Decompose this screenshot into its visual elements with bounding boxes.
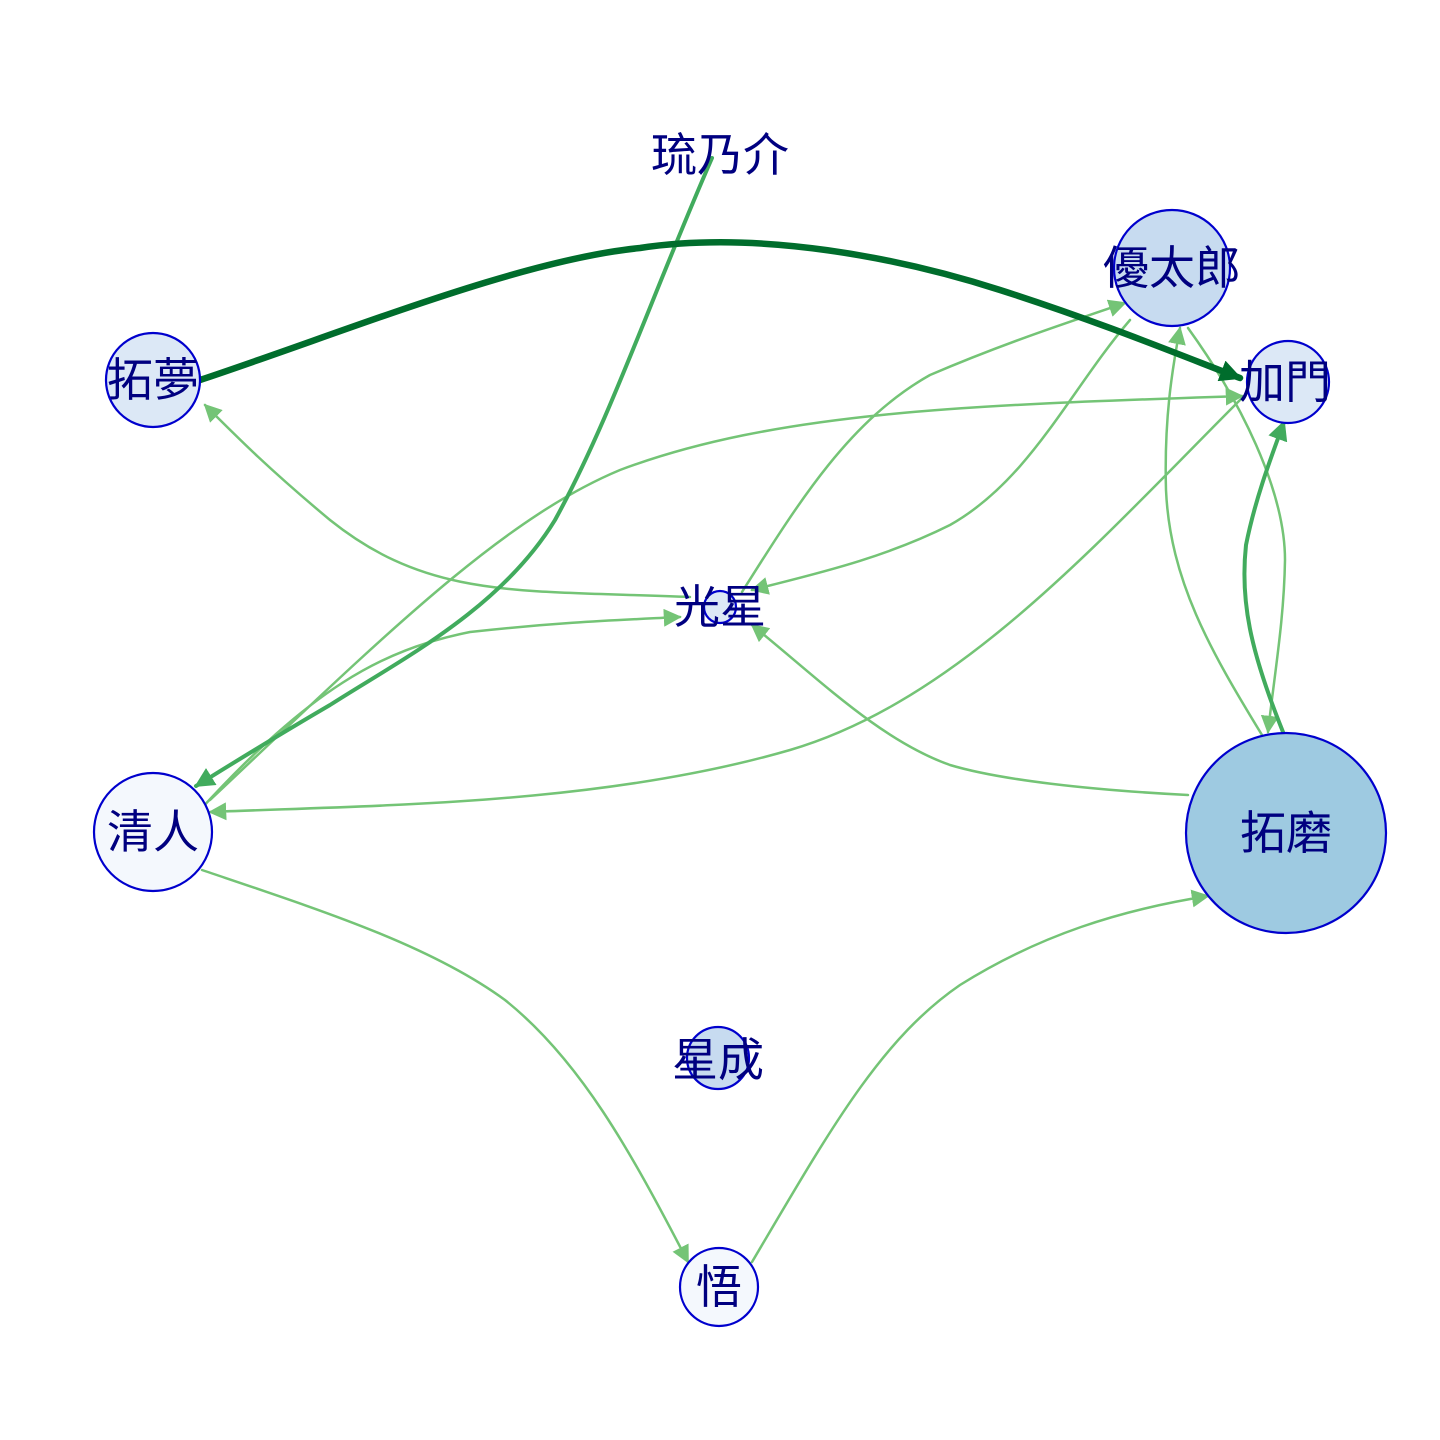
node-circle-kiyoto [92, 771, 214, 893]
node-seina[interactable]: 星成 [672, 1025, 764, 1091]
node-label-kamon: 加門 [1239, 355, 1331, 409]
edge-takuma-to-kosei [750, 623, 1190, 797]
node-takuma[interactable]: 拓磨 [1184, 731, 1388, 935]
edge-kiyoto-to-satoru [200, 868, 690, 1264]
edge-kosei-to-takumu [203, 403, 692, 599]
edges [194, 156, 1288, 1264]
node-circle-takuma [1184, 731, 1388, 935]
node-circle-kosei [702, 589, 738, 625]
edge-ryunosuke-to-kiyoto [194, 156, 714, 788]
node-circle-seina [685, 1025, 751, 1091]
edge-kiyoto-to-kamon [208, 387, 1244, 802]
node-label-kiyoto: 清人 [107, 805, 199, 859]
edge-takuma-to-kamon [1242, 420, 1288, 734]
node-label-yutaro: 優太郎 [1103, 241, 1241, 295]
edge-kamon-to-kiyoto [208, 396, 1244, 821]
nodes: 琉乃介 優太郎 拓夢 加門 光星 清人 拓磨 星成 [92, 128, 1388, 1328]
node-label-ryunosuke: 琉乃介 [651, 128, 789, 182]
edge-kiyoto-to-kosei [198, 608, 682, 812]
node-circle-kamon [1245, 339, 1331, 425]
node-satoru[interactable]: 悟 [678, 1246, 760, 1328]
edge-satoru-to-takuma [750, 889, 1210, 1264]
edge-kosei-to-yutaro [740, 299, 1127, 594]
node-circle-takumu [104, 331, 202, 429]
node-label-seina: 星成 [672, 1033, 764, 1087]
node-ryunosuke[interactable]: 琉乃介 [651, 128, 789, 182]
edge-yutaro-to-takuma [1186, 326, 1287, 734]
edge-yutaro-to-kosei [750, 318, 1132, 595]
node-label-takuma: 拓磨 [1240, 806, 1332, 860]
node-yutaro[interactable]: 優太郎 [1103, 208, 1241, 328]
edge-takuma-to-yutaro [1164, 326, 1264, 737]
node-label-takumu: 拓夢 [107, 353, 199, 407]
edge-takumu-to-kamon [196, 239, 1244, 384]
node-label-kosei: 光星 [674, 580, 766, 634]
node-takumu[interactable]: 拓夢 [104, 331, 202, 429]
node-circle-yutaro [1112, 208, 1232, 328]
node-kosei[interactable]: 光星 [674, 580, 766, 634]
node-kiyoto[interactable]: 清人 [92, 771, 214, 893]
node-kamon[interactable]: 加門 [1239, 339, 1331, 425]
node-label-satoru: 悟 [696, 1260, 742, 1314]
node-circle-satoru [678, 1246, 760, 1328]
